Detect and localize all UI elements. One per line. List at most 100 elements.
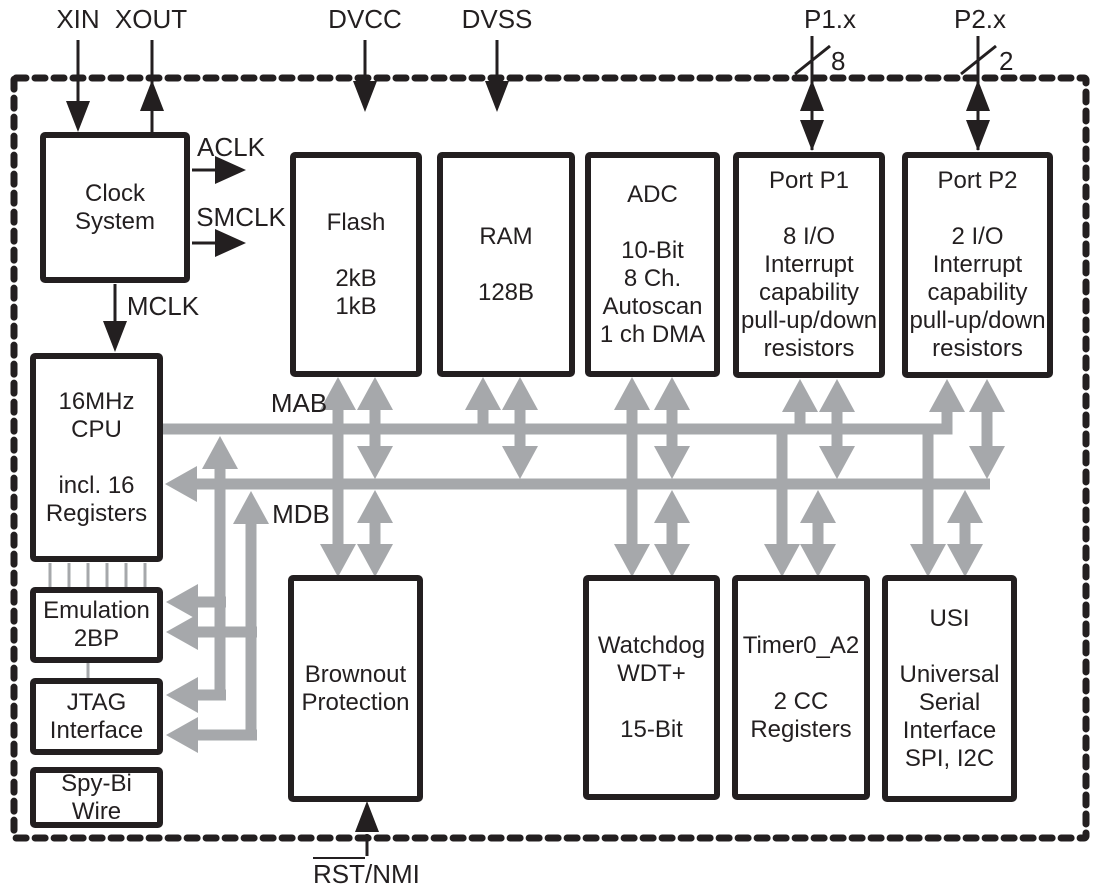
p1x-arrowhead-up	[800, 80, 824, 111]
block-line: 2kB	[335, 264, 377, 292]
dvcc-arrowhead-down	[353, 81, 377, 112]
p1x-bus-slash	[794, 44, 831, 76]
mdb-cpu-arrowhead-left	[165, 466, 197, 502]
xin-arrowhead-down	[66, 101, 90, 132]
block-line: 128B	[477, 278, 535, 306]
arrowhead-down	[614, 544, 650, 577]
block-line: System	[74, 207, 155, 235]
block-line: incl. 16	[58, 471, 135, 499]
block-line: Registers	[750, 715, 852, 743]
block-line: Timer0_A2	[742, 631, 860, 659]
block-line: CPU	[71, 415, 122, 443]
block-clock-system: Clock System	[40, 132, 190, 283]
smclk-arrowhead-right	[215, 229, 246, 257]
block-line: RAM	[479, 222, 533, 250]
arrowhead-up	[465, 377, 501, 410]
arrowhead-up	[320, 377, 356, 410]
pin-label-dvcc: DVCC	[328, 4, 402, 34]
p2x-bus-width: 2	[999, 46, 1014, 76]
block-watchdog: Watchdog WDT+ 15-Bit	[583, 575, 720, 800]
block-line: capability	[927, 279, 1028, 306]
block-line: JTAG	[66, 688, 127, 716]
block-flash: Flash 2kB 1kB	[290, 152, 422, 377]
block-line: Clock	[84, 179, 145, 207]
block-line: 15-Bit	[620, 715, 683, 743]
arrowhead-up	[969, 379, 1005, 412]
block-line: Brownout	[304, 660, 407, 688]
pin-label-xout: XOUT	[114, 4, 188, 34]
block-line: Interface	[49, 716, 144, 744]
arrowhead-up	[782, 379, 818, 412]
p1x-arrowhead-down	[800, 120, 824, 151]
block-line: Interrupt	[764, 251, 854, 278]
block-port-p2: Port P2 2 I/O Interrupt capability pull-…	[902, 152, 1053, 378]
pin-label-dvss: DVSS	[461, 4, 533, 34]
bus-label-mdb: MDB	[272, 499, 330, 529]
block-emulation: Emulation 2BP	[30, 587, 163, 663]
pin-label-rst-nmi: RST/NMI	[313, 859, 420, 890]
arrowhead-down	[910, 544, 946, 577]
block-line: Protection	[301, 688, 410, 716]
block-line: Emulation	[43, 597, 150, 624]
block-line: ADC	[627, 180, 678, 208]
arrowhead-up	[654, 377, 690, 410]
block-line: Universal	[899, 660, 1000, 688]
block-line: resistors	[932, 335, 1023, 362]
block-line: 8 I/O	[782, 223, 836, 250]
block-line: 16MHz	[58, 387, 135, 415]
block-line: 2BP	[73, 625, 120, 652]
pin-label-p2x: P2.x	[953, 4, 1007, 34]
block-line: Registers	[45, 499, 148, 527]
cpu-emulation-links	[48, 563, 147, 588]
xout-arrowhead-up	[140, 80, 164, 111]
arrowhead-down	[800, 544, 836, 577]
signal-label-smclk: SMCLK	[196, 202, 286, 232]
arrowhead-down	[969, 446, 1005, 479]
arrowhead-up	[614, 377, 650, 410]
block-line: 8 Ch.	[623, 264, 682, 292]
p2x-bus-slash	[960, 44, 997, 76]
block-line: 1kB	[335, 292, 377, 320]
block-line: Spy-Bi	[61, 769, 132, 797]
signal-label-mclk: MCLK	[126, 291, 200, 321]
block-line: Wire	[71, 797, 122, 825]
block-line: pull-up/down	[909, 307, 1046, 334]
block-line: Port P1	[768, 167, 850, 194]
arrowhead-up	[502, 377, 538, 410]
block-line: Serial	[918, 688, 981, 716]
block-line: SPI, I2C	[904, 744, 995, 772]
block-adc: ADC 10-Bit 8 Ch. Autoscan 1 ch DMA	[585, 152, 720, 377]
bus-layer	[48, 377, 1005, 753]
rst-nmi-arrowhead-up	[355, 801, 379, 832]
arrowhead-up	[947, 490, 983, 523]
block-line: USI	[929, 604, 970, 632]
block-line: 2 CC	[773, 687, 829, 715]
bus-label-mab: MAB	[270, 388, 328, 418]
mab-bus	[163, 410, 953, 435]
arrowhead-up	[654, 490, 690, 523]
block-line: Port P2	[937, 167, 1018, 194]
arrowhead-up	[819, 379, 855, 412]
block-line: 10-Bit	[621, 236, 684, 264]
block-line: 2 I/O	[951, 223, 1004, 250]
p2x-arrowhead-up	[966, 80, 990, 111]
nmi-label: /NMI	[365, 859, 420, 889]
block-line: WDT+	[617, 659, 686, 687]
arrowhead-down	[357, 446, 393, 479]
rst-label: RST	[313, 859, 365, 889]
arrowhead-left	[166, 614, 198, 650]
pin-label-xin: XIN	[56, 4, 100, 34]
block-line: Watchdog	[597, 631, 706, 659]
arrowhead-up	[357, 490, 393, 523]
arrowhead-up	[800, 490, 836, 523]
arrowhead-left	[166, 584, 198, 620]
pin-label-p1x: P1.x	[803, 4, 857, 34]
arrowhead-down	[320, 544, 356, 577]
block-jtag-interface: JTAG Interface	[30, 678, 163, 755]
block-ram: RAM 128B	[437, 152, 575, 377]
aclk-arrowhead-right	[215, 156, 246, 184]
arrowhead-up	[202, 436, 238, 469]
arrowhead-down	[502, 446, 538, 479]
